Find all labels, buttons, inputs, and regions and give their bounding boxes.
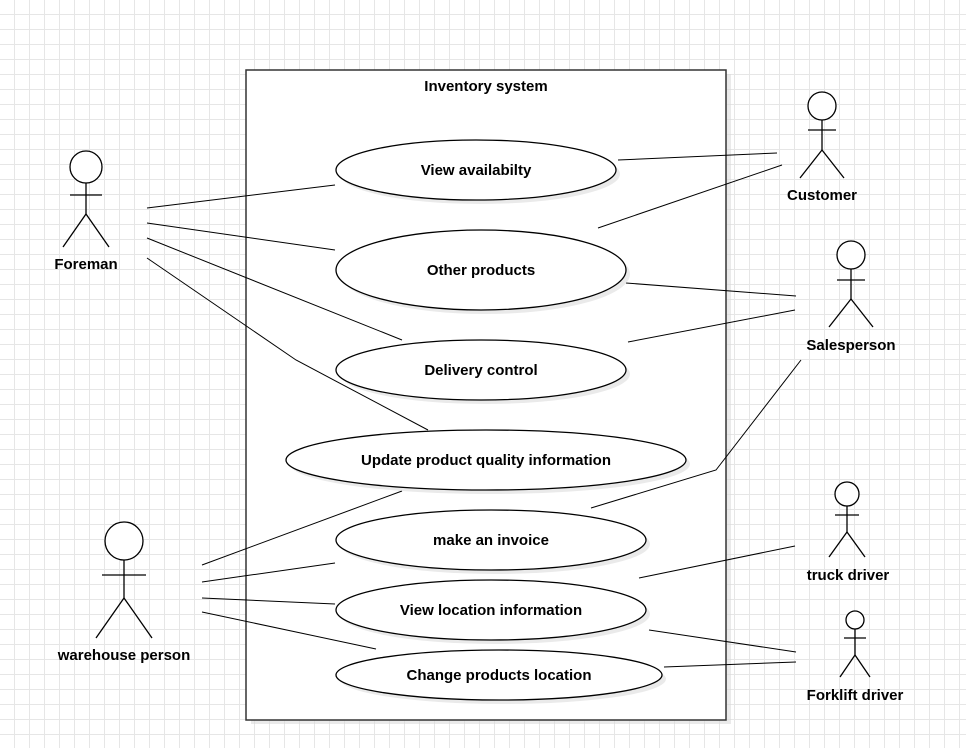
use-case-other-products: Other products [335, 229, 630, 314]
actor-label: truck driver [807, 567, 890, 584]
actor-salesperson: Salesperson [806, 240, 896, 354]
use-case-label: View availabilty [421, 162, 532, 179]
actor-label: Customer [787, 187, 857, 204]
actor-label: warehouse person [57, 647, 191, 664]
assoc-warehouse-make-invoice [201, 562, 336, 583]
assoc-customer-other-products [597, 164, 783, 229]
use-case-label: Other products [427, 262, 535, 279]
use-case-change-location: Change products location [335, 649, 666, 704]
assoc-warehouse-change-location [201, 611, 377, 650]
use-case-make-invoice: make an invoice [335, 509, 650, 574]
actor-label: Salesperson [806, 337, 895, 354]
stick-figure-icon [839, 610, 871, 678]
assoc-forklift-change-location [663, 661, 797, 668]
stick-figure-icon [95, 521, 153, 639]
actor-customer: Customer [787, 91, 857, 204]
assoc-foreman-update-quality [146, 257, 429, 431]
stick-figure-icon [799, 91, 845, 179]
assoc-warehouse-update-quality [201, 490, 403, 566]
assoc-salesperson-other-products [625, 282, 797, 297]
assoc-customer-view-availability [617, 152, 778, 161]
stick-figure-icon [828, 481, 866, 558]
use-case-label: Update product quality information [361, 452, 611, 469]
use-case-view-location: View location information [335, 579, 650, 644]
stick-figure-icon [62, 150, 110, 248]
assoc-salesperson-make-invoice [590, 359, 802, 509]
assoc-forklift-view-location [648, 629, 797, 653]
use-case-delivery-control: Delivery control [335, 339, 630, 404]
use-case-label: Delivery control [424, 362, 537, 379]
use-case-label: make an invoice [433, 532, 549, 549]
assoc-warehouse-view-location [201, 597, 336, 605]
use-case-update-quality: Update product quality information [285, 429, 690, 494]
use-case-label: Change products location [406, 667, 591, 684]
assoc-foreman-other-products [146, 222, 336, 251]
use-case-view-availability: View availabilty [335, 139, 620, 204]
actor-warehouse-person: warehouse person [57, 521, 191, 664]
stick-figure-icon [828, 240, 874, 328]
use-case-label: View location information [400, 602, 582, 619]
assoc-salesperson-delivery-control [627, 309, 796, 343]
associations [146, 152, 802, 668]
actor-truck-driver: truck driver [807, 481, 890, 584]
assoc-foreman-view-availability [146, 184, 336, 209]
assoc-truck-driver-view-location [638, 545, 796, 579]
actor-label: Forklift driver [807, 687, 904, 704]
assoc-foreman-delivery-control [146, 237, 403, 341]
actor-forklift-driver: Forklift driver [807, 610, 904, 704]
system-title: Inventory system [424, 78, 547, 95]
actor-foreman: Foreman [54, 150, 118, 273]
actor-label: Foreman [54, 256, 117, 273]
